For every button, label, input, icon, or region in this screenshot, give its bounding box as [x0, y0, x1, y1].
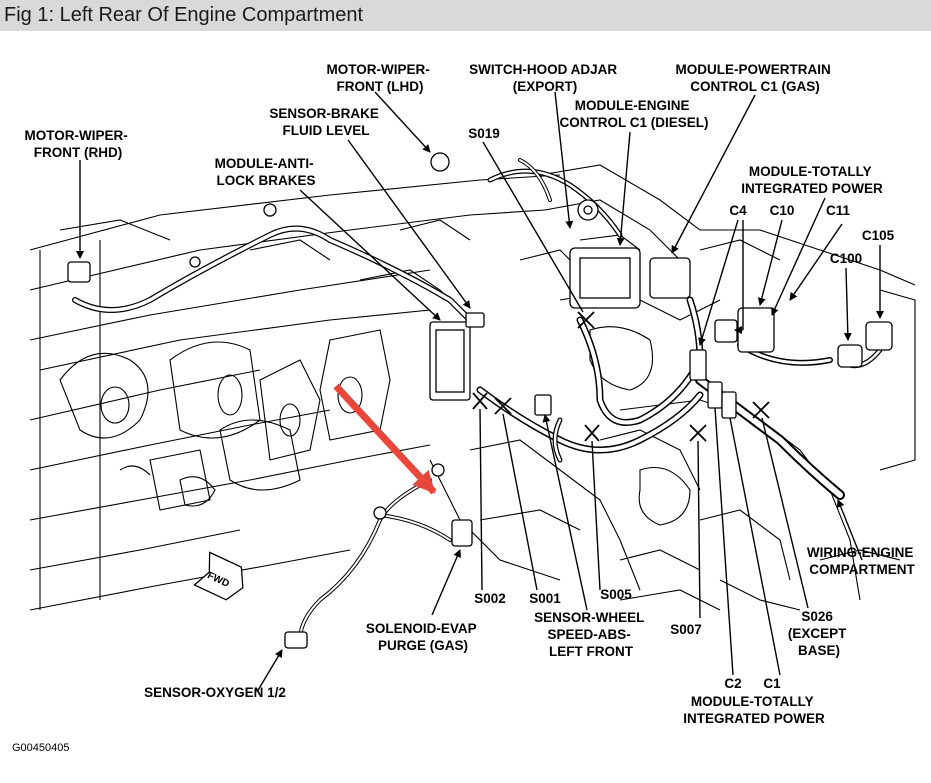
- label-c2: C2: [724, 676, 741, 691]
- label-s001: S001: [529, 591, 561, 606]
- label-solenoid-evap: SOLENOID-EVAP PURGE (GAS): [366, 621, 480, 653]
- engine-compartment-diagram: FWD: [12, 62, 917, 754]
- label-s002: S002: [474, 591, 506, 606]
- figure-title: Fig 1: Left Rear Of Engine Compartment: [4, 4, 364, 26]
- splice-s002-mark: [472, 392, 488, 410]
- label-switch-hood: SWITCH-HOOD ADJAR (EXPORT): [469, 62, 621, 94]
- label-c1: C1: [763, 676, 781, 691]
- fwd-direction-tag: FWD: [193, 551, 244, 601]
- solenoid-clip: [431, 463, 445, 477]
- c10-connector: [714, 319, 738, 343]
- antilock-brake-module: [429, 321, 471, 401]
- label-c10: C10: [770, 203, 795, 218]
- figure-code: G00450405: [12, 742, 70, 754]
- label-module-tip-bottom: MODULE-TOTALLY INTEGRATED POWER: [683, 694, 825, 726]
- oxygen-sensor-connector: [284, 631, 308, 649]
- harness-clip: [373, 506, 387, 520]
- wheel-speed-sensor-connector: [534, 394, 552, 416]
- motor-wiper-lhd-connector: [430, 152, 450, 172]
- callout-labels: MOTOR-WIPER- FRONT (RHD) MOTOR-WIPER- FR…: [24, 62, 917, 726]
- label-motor-wiper-lhd: MOTOR-WIPER- FRONT (LHD): [326, 62, 433, 94]
- label-s026: S026 (EXCEPT BASE): [788, 609, 850, 658]
- brake-fluid-sensor-connector: [465, 312, 485, 328]
- c1-connector: [721, 391, 737, 419]
- label-c4: C4: [729, 203, 747, 218]
- label-sensor-oxygen: SENSOR-OXYGEN 1/2: [144, 685, 286, 700]
- c2-connector: [707, 381, 723, 409]
- label-module-powertrain: MODULE-POWERTRAIN CONTROL C1 (GAS): [675, 62, 834, 94]
- splice-marks: [472, 311, 770, 442]
- label-module-tip-top: MODULE-TOTALLY INTEGRATED POWER: [741, 164, 883, 196]
- label-module-engine-control: MODULE-ENGINE CONTROL C1 (DIESEL): [559, 98, 708, 130]
- hood-switch: [577, 199, 599, 221]
- label-s019: S019: [468, 126, 500, 141]
- splice-s026-mark: [752, 401, 770, 419]
- highlight-arrow: [333, 383, 437, 495]
- splice-s001-mark: [494, 397, 512, 415]
- label-c105: C105: [862, 228, 895, 243]
- c105-connector: [865, 321, 893, 351]
- label-module-antilock: MODULE-ANTI- LOCK BRAKES: [215, 156, 318, 188]
- splice-s019-mark: [577, 311, 595, 329]
- label-c100: C100: [830, 251, 862, 266]
- label-c11: C11: [826, 203, 851, 218]
- label-wiring-engine: WIRING-ENGINE COMPARTMENT: [807, 545, 917, 577]
- evap-solenoid: [451, 519, 473, 547]
- components: [67, 152, 893, 649]
- c4-connector: [689, 349, 707, 381]
- label-sensor-wheel: SENSOR-WHEEL SPEED-ABS- LEFT FRONT: [534, 610, 648, 659]
- leader-lines: [76, 91, 884, 693]
- label-s007: S007: [670, 622, 702, 637]
- label-sensor-brake-fluid: SENSOR-BRAKE FLUID LEVEL: [269, 106, 382, 138]
- powertrain-module-connector: [649, 257, 691, 299]
- label-motor-wiper-rhd: MOTOR-WIPER- FRONT (RHD): [24, 128, 131, 160]
- c100-connector: [837, 344, 863, 368]
- diagram-stage: FWD: [0, 31, 931, 778]
- splice-s005-mark: [584, 424, 600, 442]
- label-s005: S005: [600, 587, 632, 602]
- figure-title-bar: Fig 1: Left Rear Of Engine Compartment: [0, 0, 931, 31]
- motor-wiper-rhd-connector: [67, 261, 91, 283]
- engine-control-module-connector: [569, 247, 641, 309]
- splice-s007-mark: [689, 424, 707, 442]
